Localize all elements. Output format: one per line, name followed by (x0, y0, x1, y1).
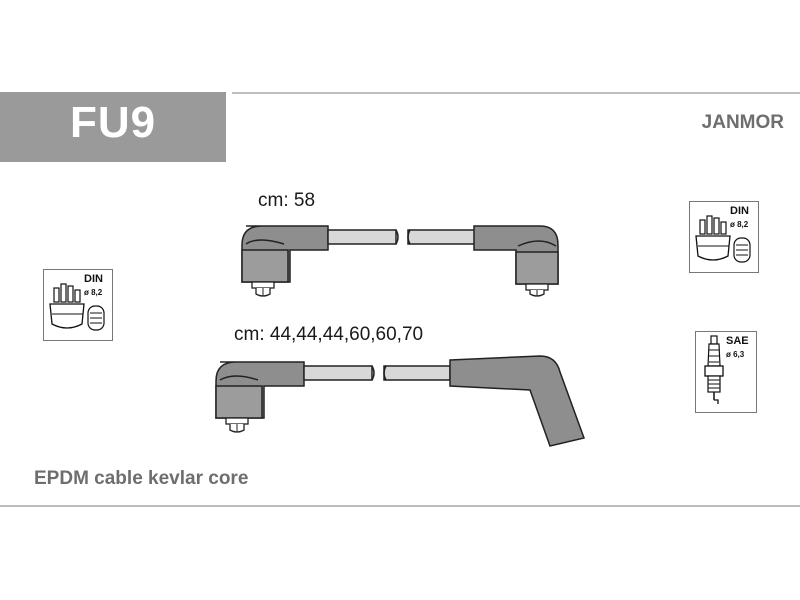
bottom-cable-length-label: cm: 44,44,44,60,60,70 (234, 324, 424, 345)
bottom-rule (0, 505, 800, 507)
distributor-cap-icon: DIN ø 8,2 (695, 205, 751, 263)
brand-name: JANMOR (701, 112, 784, 133)
top-cable-left-boot (241, 225, 329, 297)
top-rule (232, 92, 800, 94)
bottom-cable-left-boot (215, 361, 305, 433)
distributor-left-standard: DIN (84, 273, 103, 285)
top-cable-wire (327, 229, 477, 245)
bottom-cable-plug-boot (449, 355, 585, 447)
spark-plug-sae-icon: SAE ø 6,3 (695, 331, 757, 413)
bottom-cable-wire (303, 365, 451, 381)
cable-description: EPDM cable kevlar core (34, 468, 249, 489)
distributor-right-size: ø 8,2 (730, 220, 749, 229)
spark-plug-standard: SAE (726, 335, 749, 347)
distributor-left-size: ø 8,2 (84, 288, 103, 297)
top-cable-right-boot (473, 225, 559, 297)
top-cable-length-label: cm: 58 (258, 190, 316, 211)
part-code: FU9 (69, 98, 157, 147)
distributor-cap-icon: DIN ø 8,2 (49, 273, 105, 331)
distributor-din-icon-left: DIN ø 8,2 (43, 269, 113, 341)
spark-plug-icon: SAE ø 6,3 (704, 335, 749, 404)
part-code-box (0, 92, 226, 162)
spark-plug-size: ø 6,3 (726, 350, 745, 359)
distributor-din-icon-right: DIN ø 8,2 (689, 201, 759, 273)
distributor-right-standard: DIN (730, 205, 749, 217)
